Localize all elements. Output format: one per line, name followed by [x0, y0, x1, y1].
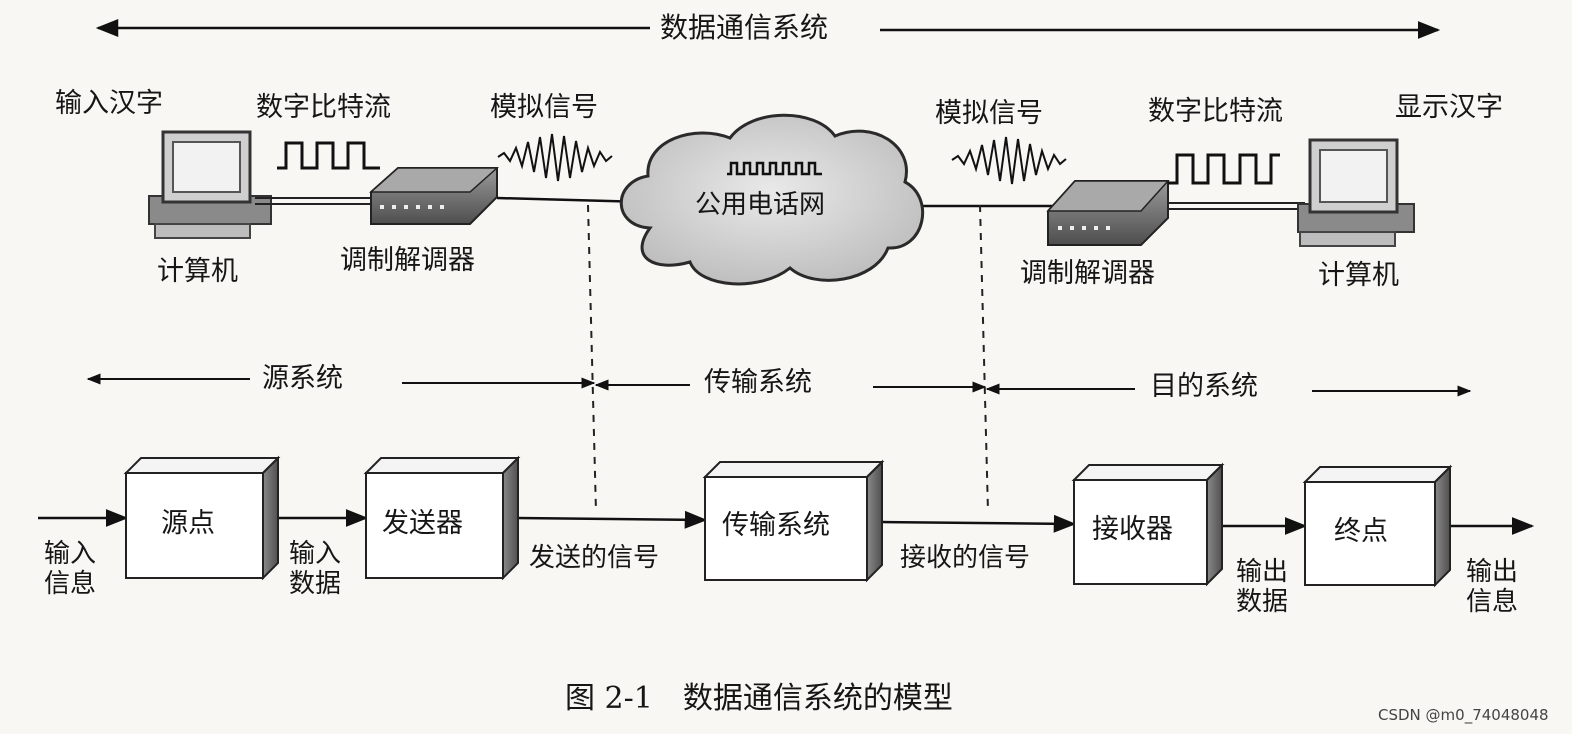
left-modem-label: 调制解调器	[340, 245, 475, 276]
input-data-line1: 输入	[289, 539, 342, 569]
computer-modem-cable-right	[1168, 202, 1305, 210]
block-destination-point	[1302, 464, 1453, 588]
output-data-line1: 输出	[1236, 557, 1289, 587]
destination-system-label: 目的系统	[1150, 371, 1258, 402]
computer-modem-cable-left	[255, 197, 372, 205]
block-transmitter-label: 发送器	[382, 508, 463, 539]
output-data-label: 输出 数据	[1236, 559, 1288, 615]
left-computer-label: 计算机	[157, 256, 238, 287]
output-info-line2: 信息	[1466, 587, 1519, 617]
public-telephone-network-cloud	[619, 113, 925, 286]
network-bitstream-icon	[727, 161, 822, 176]
watermark: CSDN @m0_74048048	[1378, 706, 1549, 724]
right-modem-label: 调制解调器	[1020, 258, 1155, 289]
right-modem-icon	[1046, 180, 1170, 246]
output-info-line1: 输出	[1466, 557, 1519, 587]
flow-arrows	[38, 509, 1535, 535]
input-data-line2: 数据	[289, 569, 342, 599]
right-analog-wave	[951, 136, 1067, 185]
left-modem-icon	[369, 167, 499, 225]
input-info-line2: 信息	[44, 569, 97, 599]
transmission-system-label: 传输系统	[704, 367, 812, 398]
received-signal-label: 接收的信号	[900, 543, 1031, 573]
left-bitstream-label: 数字比特流	[256, 92, 391, 123]
block-source-point	[123, 455, 281, 581]
left-digital-bitstream	[277, 141, 380, 170]
output-info-label: 输出 信息	[1466, 559, 1518, 615]
block-destination-point-label: 终点	[1334, 516, 1388, 547]
left-analog-wave	[497, 133, 613, 182]
block-receiver	[1071, 462, 1225, 587]
system-title: 数据通信系统	[652, 14, 837, 42]
network-label: 公用电话网	[695, 190, 826, 220]
right-digital-bitstream	[1168, 153, 1280, 185]
left-analog-label: 模拟信号	[490, 92, 598, 123]
top-span-arrow	[95, 19, 1441, 39]
figure-caption: 图 2-1 数据通信系统的模型	[565, 681, 953, 716]
input-chinese-label: 输入汉字	[55, 88, 163, 119]
dashed-dividers	[587, 204, 989, 513]
block-transmission-system	[702, 459, 885, 583]
display-chinese-label: 显示汉字	[1395, 92, 1503, 123]
output-data-line2: 数据	[1236, 587, 1289, 617]
section-arrows	[86, 373, 1472, 397]
source-system-label: 源系统	[262, 363, 343, 394]
input-data-label: 输入 数据	[289, 541, 341, 597]
left-computer-icon	[148, 130, 272, 239]
input-info-label: 输入 信息	[44, 541, 96, 597]
right-analog-label: 模拟信号	[935, 98, 1043, 129]
block-source-point-label: 源点	[161, 508, 215, 539]
block-receiver-label: 接收器	[1092, 514, 1173, 545]
sent-signal-label: 发送的信号	[529, 543, 660, 573]
right-bitstream-label: 数字比特流	[1148, 96, 1283, 127]
block-transmission-system-label: 传输系统	[722, 510, 830, 541]
block-transmitter	[363, 455, 521, 581]
right-computer-icon	[1297, 138, 1415, 247]
right-computer-label: 计算机	[1318, 260, 1399, 291]
input-info-line1: 输入	[44, 539, 97, 569]
